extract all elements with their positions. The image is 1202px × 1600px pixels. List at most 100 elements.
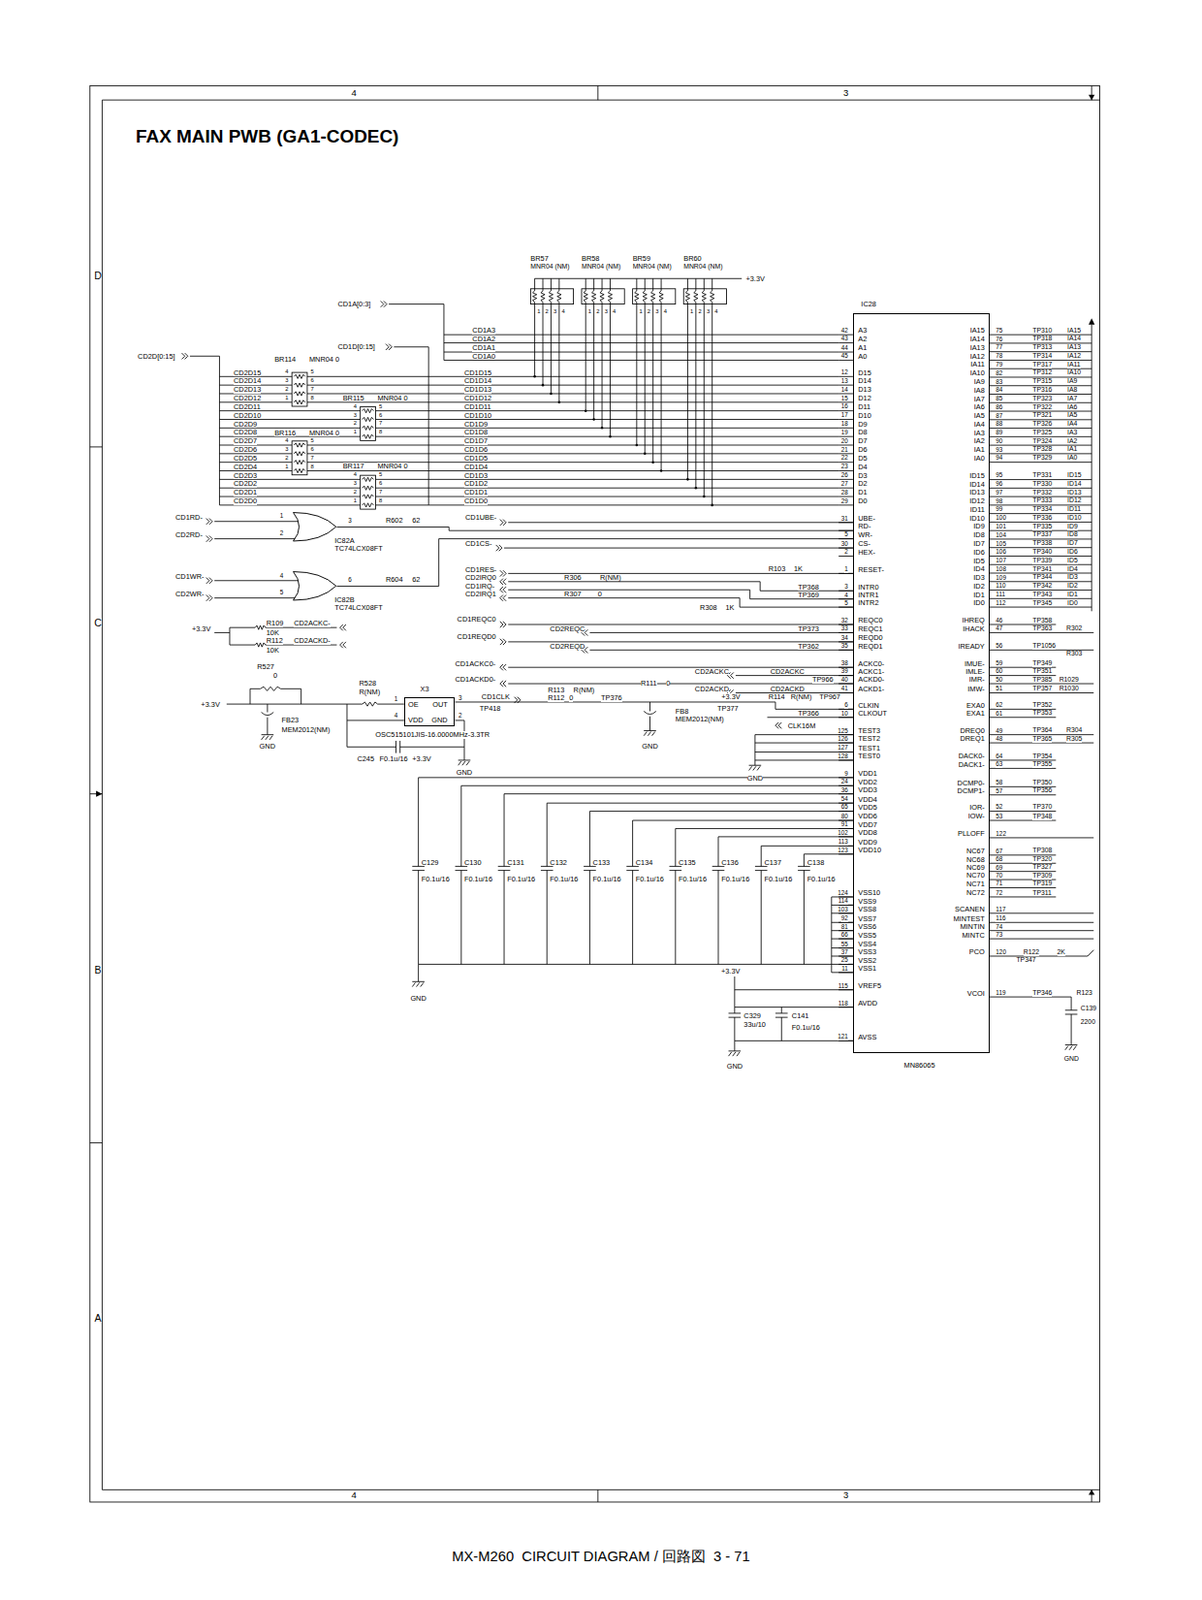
test-point-label: TP376 — [601, 694, 623, 701]
wire — [781, 1007, 783, 1013]
pin-number: 112 — [995, 600, 1006, 606]
wire — [674, 827, 676, 866]
signal-name: IA3 — [974, 429, 985, 437]
signal-name: CD2REQD — [549, 642, 585, 650]
pin-number: 62 — [411, 516, 420, 524]
signal-name: ID10 — [969, 514, 985, 522]
signal-name: IA14 — [970, 335, 985, 343]
pin-number: 9 — [844, 770, 849, 777]
signal-name: TEST2 — [857, 734, 881, 742]
resistor-reference: R111 — [640, 679, 658, 687]
wire — [803, 854, 805, 867]
pin-number: 2 — [353, 489, 357, 496]
pin-stub — [838, 376, 854, 378]
pin-number: 118 — [838, 1000, 849, 1007]
pin-number: 68 — [995, 855, 1003, 862]
wire — [831, 971, 854, 973]
wire — [417, 777, 419, 867]
signal-name: MNR04 0 — [377, 462, 408, 470]
pin-number: 66 — [841, 931, 849, 938]
signal-name: VSS1 — [857, 964, 877, 972]
gate-outline — [292, 511, 337, 542]
signal-name: VDD2 — [857, 778, 878, 786]
array-reference: BR58 — [581, 254, 600, 262]
signal-name: IREADY — [957, 642, 984, 650]
power-label: GND — [641, 742, 658, 750]
pin-number: 49 — [995, 727, 1003, 734]
test-point-label: TP418 — [479, 704, 502, 712]
test-point-label: TP340 — [1032, 548, 1052, 556]
wire — [755, 759, 854, 760]
ground-symbol — [753, 765, 757, 770]
signal-name: VSS8 — [857, 905, 877, 913]
port-chevron — [385, 344, 389, 350]
wire — [250, 688, 261, 704]
wire — [609, 301, 611, 437]
port-chevron — [209, 518, 213, 525]
signal-name: ID14 — [969, 480, 985, 488]
signal-name: IA1 — [1067, 445, 1077, 453]
signal-name: CD1D0 — [464, 497, 488, 505]
wire — [989, 836, 1094, 838]
pin-number: 39 — [841, 667, 849, 674]
signal-name: ID12 — [969, 497, 985, 505]
ground-symbol — [643, 729, 657, 731]
signal-name: CD2ACKC — [770, 667, 805, 675]
signal-name: A0 — [857, 352, 867, 360]
resistor-symbol — [293, 442, 306, 447]
signal-name: MNR04 (NM) — [530, 263, 570, 271]
junction-dot — [710, 504, 714, 507]
port-chevron — [388, 344, 392, 350]
signal-name: VDD8 — [857, 828, 878, 836]
signal-name: F0.1u/16 — [421, 875, 450, 883]
wire — [989, 996, 1072, 998]
pin-stub — [838, 392, 854, 394]
signal-name: ID7 — [1067, 539, 1078, 547]
resistor-array — [291, 441, 308, 475]
pin-number: 57 — [995, 788, 1003, 794]
signal-name: FB8 — [675, 707, 690, 715]
pin-number: 40 — [841, 676, 849, 683]
resistor-array — [360, 474, 377, 509]
frame — [90, 85, 1101, 1502]
port-chevron — [500, 519, 504, 526]
capacitor-reference: C133 — [593, 858, 611, 866]
pin-number: 101 — [995, 523, 1007, 530]
wire — [803, 870, 805, 965]
pin-number: 2 — [545, 309, 549, 316]
test-point-label: TP1056 — [1032, 642, 1056, 650]
frame-arrow — [1088, 1488, 1095, 1494]
ground-symbol — [1065, 1043, 1078, 1045]
resistor-symbol — [293, 460, 306, 465]
ground-symbol — [458, 759, 472, 760]
signal-name: VDD5 — [857, 803, 878, 811]
wire — [734, 988, 854, 990]
wire — [214, 632, 230, 633]
pin-stub — [838, 470, 854, 472]
resistor-reference: R1030 — [1059, 685, 1079, 693]
test-point-label: TP351 — [1032, 667, 1052, 675]
wire — [718, 835, 854, 837]
pin-number: 29 — [841, 498, 849, 505]
signal-name: CD1D12 — [464, 394, 492, 402]
capacitor-reference: C329 — [743, 1012, 761, 1019]
pin-number: 4 — [280, 572, 285, 579]
pin-number: 100 — [995, 514, 1007, 521]
signal-name: CD2D9 — [233, 420, 257, 428]
signal-name: CD2D15 — [233, 369, 261, 377]
power-label: +3.3V — [721, 693, 740, 700]
port-chevron — [380, 300, 384, 307]
resistor-symbol — [254, 625, 266, 630]
ground-symbol — [736, 1051, 740, 1056]
pin-number: 41 — [841, 685, 849, 692]
pin-number: 7 — [379, 489, 382, 496]
signal-name: ID3 — [1067, 573, 1078, 581]
wire — [601, 301, 603, 428]
pin-number: 1 — [690, 309, 694, 316]
resistor-reference: R103 — [768, 565, 787, 572]
resistor-symbol — [293, 451, 306, 456]
wire — [632, 870, 633, 965]
junction-dot — [608, 435, 612, 439]
signal-name: ID7 — [973, 539, 984, 547]
pin-number: 87 — [995, 412, 1003, 419]
